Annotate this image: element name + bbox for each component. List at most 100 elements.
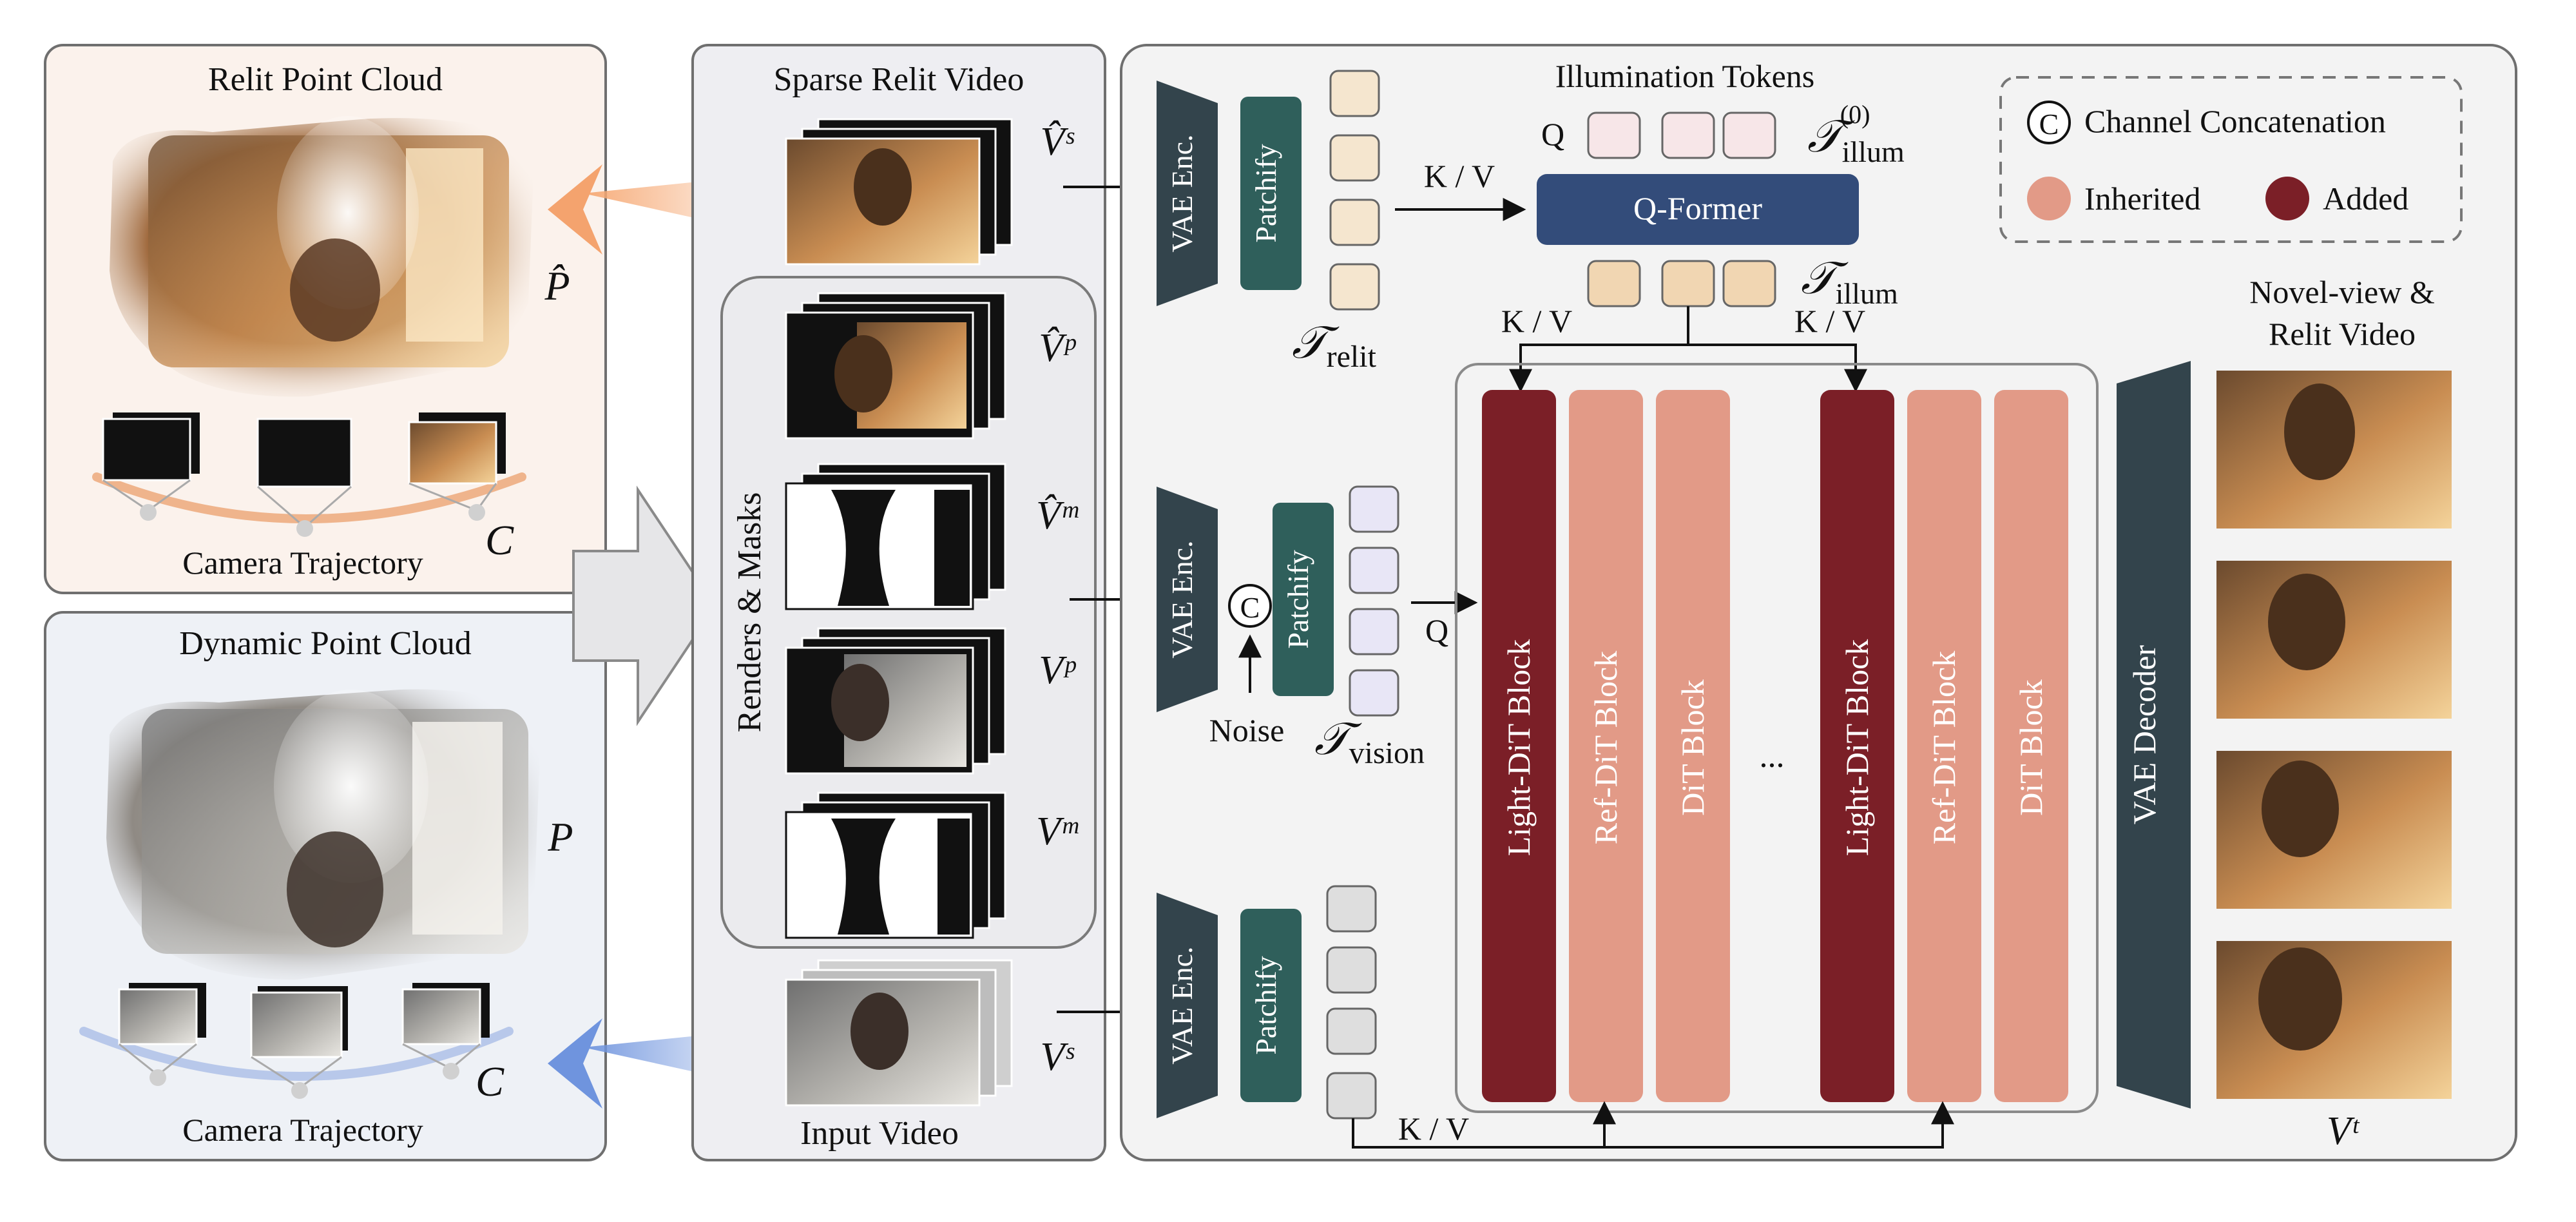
vae-enc-bottom-label: VAE Enc.	[1166, 946, 1198, 1064]
dynamic-point-cloud-image	[106, 689, 541, 980]
illum-init-symbol: 𝒯illum(0)	[1807, 100, 1905, 168]
legend-added-label: Added	[2323, 180, 2408, 217]
middle-video-panel: Sparse Relit Video V̂ˢ Renders & Masks V…	[691, 44, 1106, 1161]
relit-cloud-symbol: P̂	[544, 263, 570, 309]
dynamic-cloud-symbol: P	[547, 814, 573, 860]
dynamic-panel-title: Dynamic Point Cloud	[179, 625, 472, 662]
ref-dit-block-2	[1907, 390, 1981, 1102]
orange-arrowhead	[548, 164, 602, 255]
relit-trajectory-symbol: C	[485, 517, 514, 564]
input-video-symbol: Vˢ	[1041, 1035, 1075, 1079]
vae-enc-middle-label: VAE Enc.	[1166, 540, 1198, 658]
patchify-bottom-label: Patchify	[1249, 956, 1282, 1054]
patchify-top: Patchify	[1240, 97, 1302, 290]
relit-camera-2	[256, 418, 352, 537]
relit-kv-label: K / V	[1424, 158, 1495, 194]
renders-masks-group	[720, 276, 1097, 949]
dit-block-1-label: DiT Block	[1675, 679, 1711, 816]
vae-enc-top-label: VAE Enc.	[1166, 134, 1198, 252]
relit-mask-stack	[785, 463, 1006, 610]
ref-dit-block-2-label: Ref-DiT Block	[1926, 651, 1962, 844]
vae-encoder-middle: VAE Enc.	[1157, 487, 1218, 712]
dynamic-camera-1	[118, 983, 206, 1086]
sparse-relit-video-stack	[785, 118, 1013, 266]
illum-init-tokens	[1587, 112, 1776, 159]
legend: C Channel Concatenation Inherited Added	[1999, 76, 2463, 243]
light-dit-block-2-label: Light-DiT Block	[1839, 639, 1875, 857]
noise-label: Noise	[1209, 712, 1285, 748]
vae-encoder-bottom: VAE Enc.	[1157, 893, 1218, 1118]
ref-dit-block-1-label: Ref-DiT Block	[1588, 651, 1624, 844]
input-tokens	[1326, 885, 1377, 1120]
relit-point-cloud-image	[110, 116, 535, 397]
input-render-stack	[785, 627, 1006, 775]
relit-camera-3	[408, 412, 506, 521]
channel-concat-icon: C	[1228, 584, 1272, 628]
relit-trajectory-arc	[92, 472, 526, 523]
dit-blocks-container	[1455, 363, 2099, 1113]
vision-tokens	[1349, 485, 1399, 717]
relit-panel-title: Relit Point Cloud	[208, 61, 443, 98]
light-dit-block-2	[1820, 390, 1894, 1102]
dynamic-camera-2	[250, 986, 348, 1099]
ref-dit-block-1	[1569, 390, 1643, 1102]
dynamic-point-cloud-panel: Dynamic Point Cloud P	[44, 611, 607, 1161]
output-symbol: Vᵗ	[2327, 1109, 2360, 1153]
dynamic-trajectory-arc	[79, 1027, 514, 1081]
concat-symbol: C	[1240, 591, 1260, 624]
q-former-box: Q-Former	[1537, 174, 1859, 245]
legend-concat-label: Channel Concatenation	[2084, 103, 2386, 139]
dynamic-camera-3	[401, 983, 490, 1080]
query-label: Q	[1541, 116, 1564, 152]
patchify-bottom: Patchify	[1240, 909, 1302, 1102]
vae-decoder: VAE Decoder	[2117, 361, 2191, 1109]
dynamic-trajectory-label: Camera Trajectory	[182, 1112, 423, 1148]
vae-decoder-label: VAE Decoder	[2126, 645, 2162, 824]
illumination-title: Illumination Tokens	[1555, 58, 1815, 94]
legend-concat-icon	[2027, 101, 2071, 144]
output-frames	[2216, 371, 2452, 1099]
blue-arrowhead	[548, 1018, 602, 1109]
legend-inherited-label: Inherited	[2084, 180, 2200, 217]
legend-concat-symbol: C	[2039, 108, 2059, 141]
output-title-line2: Relit Video	[2269, 316, 2416, 352]
relit-point-cloud-panel: Relit Point Cloud P̂	[44, 44, 607, 594]
legend-inherited-swatch	[2027, 177, 2071, 220]
output-title-line1: Novel-view &	[2249, 274, 2434, 310]
illum-kv-label-right: K / V	[1794, 303, 1865, 339]
sparse-relit-symbol: V̂ˢ	[1041, 120, 1075, 164]
illum-kv-label-left: K / V	[1501, 303, 1572, 339]
dynamic-trajectory-symbol: C	[476, 1058, 505, 1105]
patchify-middle: Patchify	[1273, 503, 1334, 696]
dit-block-2-label: DiT Block	[2013, 679, 2049, 816]
relit-trajectory-label: Camera Trajectory	[182, 545, 423, 581]
blocks-ellipsis: ...	[1760, 738, 1785, 775]
relit-render-symbol: V̂ᵖ	[1039, 326, 1076, 370]
input-video-title: Input Video	[800, 1115, 959, 1152]
dit-block-stack: Light-DiT Block Ref-DiT Block DiT Block Lig…	[1482, 390, 2068, 1102]
model-panel: VAE Enc. VAE Enc. VAE Enc. Patchify Patc…	[1120, 44, 2517, 1161]
relit-camera-1	[102, 412, 200, 521]
input-render-symbol: Vᵖ	[1039, 648, 1076, 692]
relit-render-stack	[785, 292, 1006, 440]
relit-tokens	[1329, 70, 1380, 311]
dit-block-1	[1656, 390, 1730, 1102]
patchify-middle-label: Patchify	[1282, 550, 1314, 648]
vision-q-label: Q	[1425, 612, 1448, 648]
big-forward-arrow	[572, 485, 717, 726]
vae-encoder-top: VAE Enc.	[1157, 81, 1218, 306]
legend-added-swatch	[2265, 177, 2309, 220]
input-kv-label: K / V	[1398, 1110, 1469, 1147]
token-relit-symbol: 𝒯relit	[1292, 318, 1377, 374]
dit-block-2	[1994, 390, 2068, 1102]
patchify-top-label: Patchify	[1249, 144, 1282, 242]
q-former-label: Q-Former	[1633, 190, 1762, 226]
sparse-relit-title: Sparse Relit Video	[774, 61, 1024, 98]
input-mask-symbol: Vᵐ	[1036, 810, 1079, 853]
input-mask-stack	[785, 791, 1006, 939]
relit-mask-symbol: V̂ᵐ	[1036, 494, 1079, 538]
renders-masks-label: Renders & Masks	[731, 492, 768, 733]
light-dit-block-1-label: Light-DiT Block	[1501, 639, 1537, 857]
input-video-stack	[785, 959, 1013, 1107]
